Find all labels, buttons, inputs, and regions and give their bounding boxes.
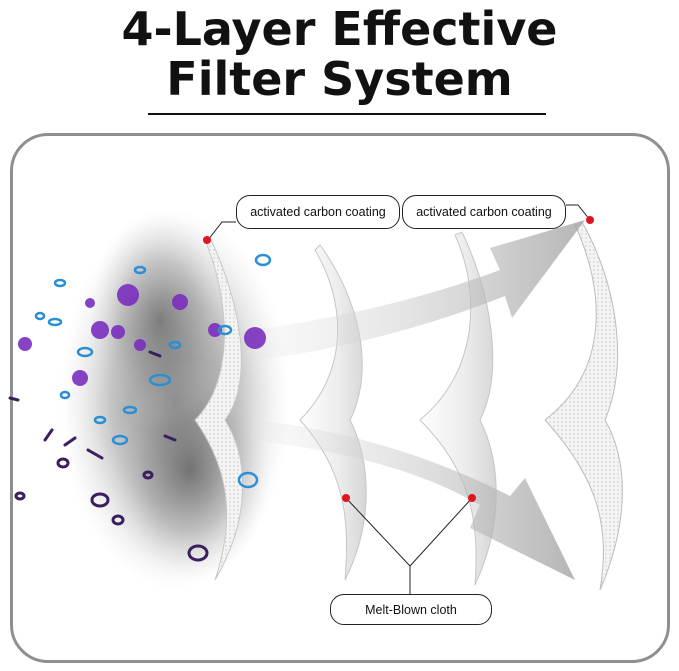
filter-layer-4	[544, 221, 623, 591]
title-line-1: 4-Layer Effective	[121, 2, 558, 56]
callout-activated-carbon-right: activated carbon coating	[402, 195, 566, 229]
title-line-2: Filter System	[166, 52, 513, 106]
leader-lines	[207, 204, 591, 594]
pollutant-particles	[8, 253, 272, 562]
callout-melt-blown-cloth: Melt-Blown cloth	[330, 594, 492, 625]
title-underline	[148, 113, 546, 115]
red-dot-icon	[203, 236, 211, 244]
airflow-arrow-top	[250, 220, 585, 360]
callout-activated-carbon-left: activated carbon coating	[236, 195, 400, 229]
red-dot-icon	[586, 216, 594, 224]
airflow-arrow-bottom	[250, 420, 575, 580]
dust-cloud	[60, 210, 290, 590]
filter-layer-2	[299, 244, 367, 581]
marker-dots	[203, 216, 594, 502]
red-dot-icon	[468, 494, 476, 502]
red-dot-icon	[342, 494, 350, 502]
filter-layer-1	[194, 237, 244, 581]
